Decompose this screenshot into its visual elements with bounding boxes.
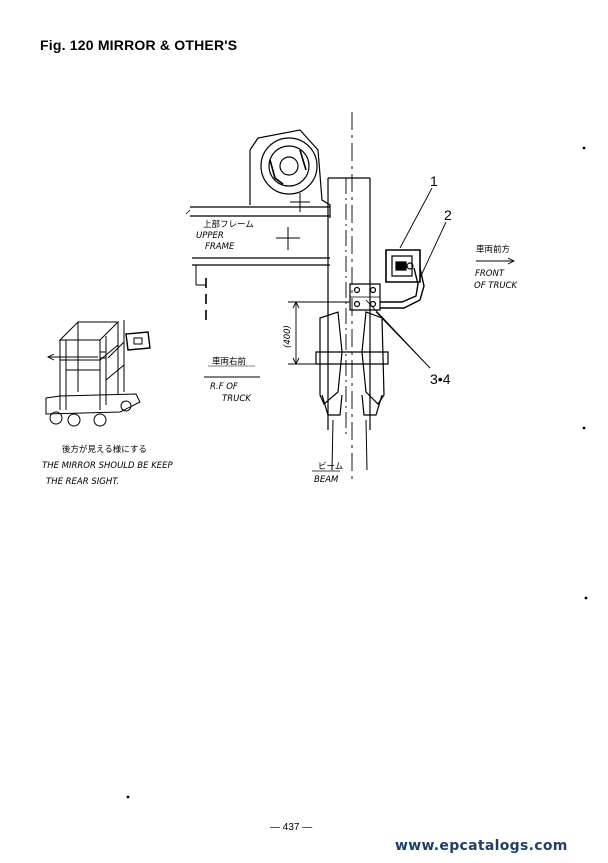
mirror (385, 249, 421, 283)
dimension-400 (288, 300, 350, 366)
mounting-bracket (349, 283, 381, 311)
beam-mast (327, 112, 371, 480)
rf-label-line2: TRUCK (222, 394, 252, 404)
upper-frame-structure (185, 129, 331, 320)
front-arrow-icon (476, 257, 516, 265)
callout-1: 1 (430, 173, 438, 189)
front-label-line1: FRONT (475, 269, 505, 279)
isometric-inset (45, 320, 151, 427)
page-number: — 437 — (270, 822, 313, 833)
beam-jp-label: ビーム (318, 462, 343, 472)
mirror-note-line1: THE MIRROR SHOULD BE KEEP (42, 461, 174, 471)
rf-label-line1: R.F OF (210, 382, 238, 392)
tire-assembly (315, 311, 389, 416)
mirror-arm (380, 267, 425, 309)
callout-2: 2 (444, 207, 452, 223)
beam-label: BEAM (314, 475, 339, 485)
upper-frame-jp-label: 上部フレーム (203, 219, 254, 230)
leader-lines (365, 187, 447, 369)
dimension-label: (400) (283, 325, 293, 348)
front-label-line2: OF TRUCK (474, 281, 519, 291)
mirror-note-line2: THE REAR SIGHT. (46, 477, 119, 487)
mirror-note-jp: 後方が見える様にする (62, 444, 147, 455)
figure-title: Fig. 120 MIRROR & OTHER'S (40, 37, 238, 53)
upper-frame-label-line2: FRAME (205, 242, 235, 252)
callout-3-4: 3•4 (430, 371, 451, 387)
upper-frame-label-line1: UPPER (196, 231, 224, 241)
front-jp-label: 車両前方 (476, 244, 510, 255)
watermark: www.epcatalogs.com (395, 838, 568, 854)
rf-jp-label: 車両右前 (212, 356, 247, 367)
